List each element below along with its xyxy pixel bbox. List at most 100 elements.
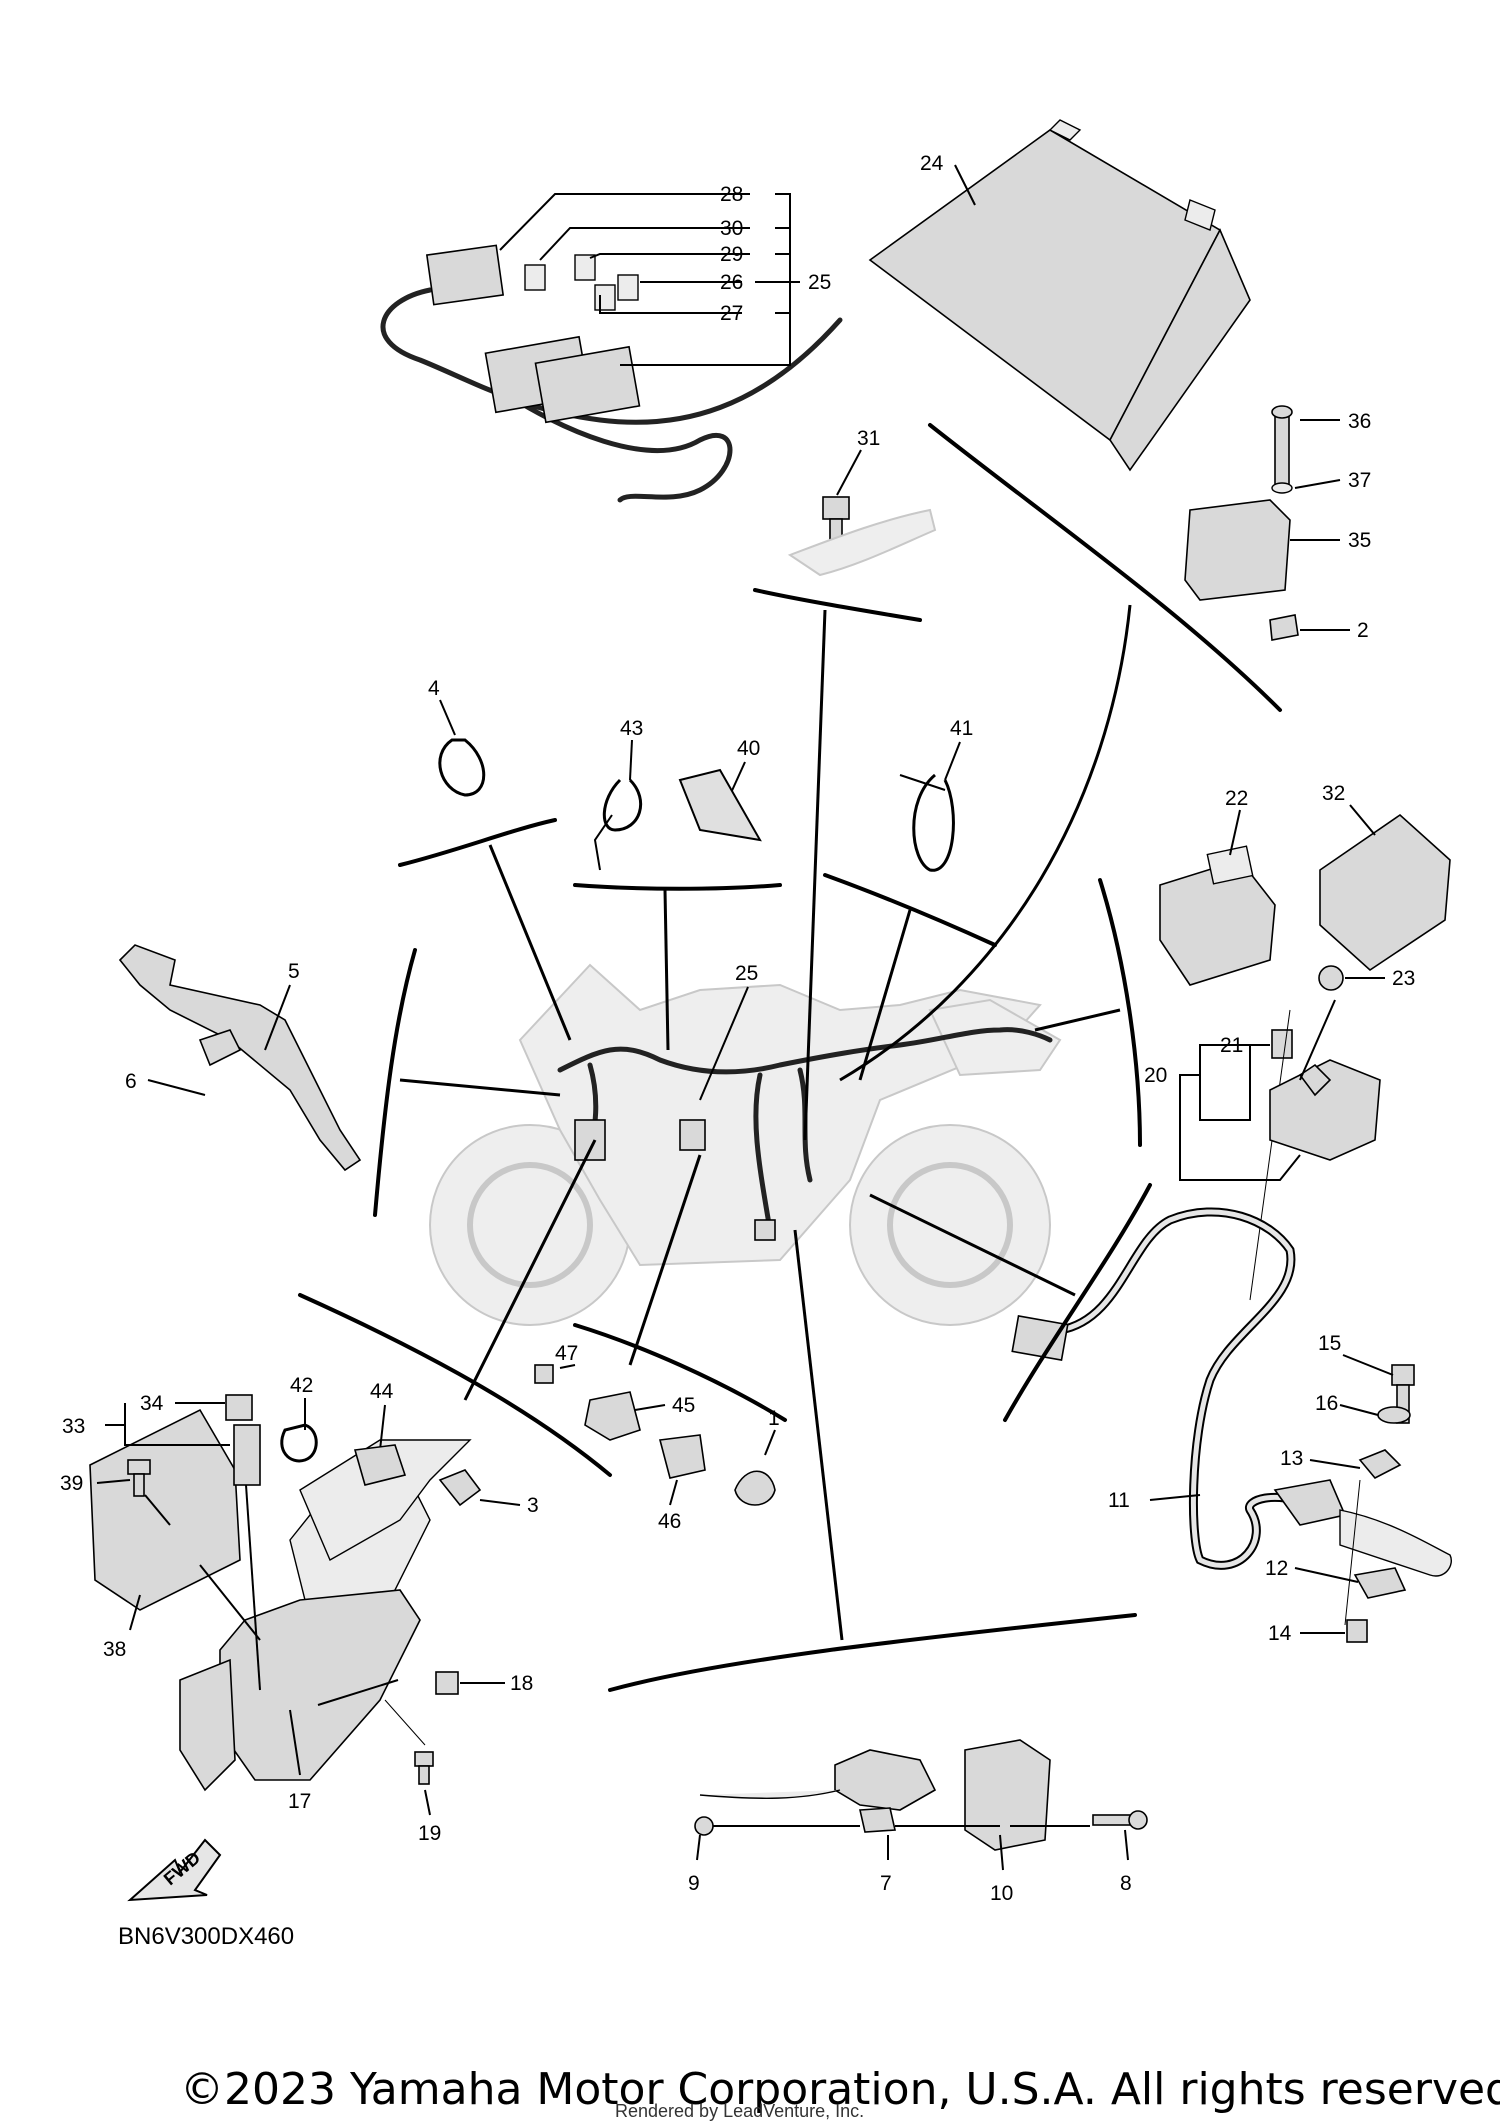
leader-4 [439,699,456,736]
callout-25-harness: 25 [735,962,758,985]
tie-41 [912,773,955,872]
bracket-left-lower [298,1293,612,1477]
callout-4: 4 [428,677,440,700]
callout-39: 39 [60,1472,83,1495]
callout-23: 23 [1392,967,1415,990]
motorcycle-outline [429,963,1062,1326]
callout-42: 42 [290,1374,313,1397]
bracket-20-23 [1098,878,1142,1147]
callout-21: 21 [1220,1034,1243,1057]
clip-43 [602,778,643,832]
plate-10 [964,1739,1051,1851]
arrow-battery [839,604,1132,1082]
unit-32 [1319,813,1451,972]
leader-23-down [1299,999,1336,1081]
leader-46 [669,1479,678,1506]
bracket-31 [753,588,922,622]
leader-32 [1349,804,1376,836]
battery [868,119,1251,472]
leader-45 [634,1404,666,1411]
arrow-43-40 [663,889,670,1051]
leader-10 [999,1834,1004,1871]
sensor-7 [699,1749,937,1833]
leader-33-to-17 [245,1484,261,1691]
bracket-5-6 [373,948,417,1217]
leader-11 [1149,1494,1201,1501]
callout-33: 33 [62,1415,85,1438]
leader-22 [1229,809,1241,856]
callout-12: 12 [1265,1557,1288,1580]
tail-43 [593,814,613,871]
copyright-text: ©2023 Yamaha Motor Corporation, U.S.A. A… [180,2064,1500,2115]
callout-40: 40 [737,737,760,760]
leader-25-harness [699,986,749,1101]
callout-13: 13 [1280,1447,1303,1470]
arrow-41 [858,909,912,1081]
bracket-5 [118,944,362,1172]
bracket-47-45 [573,1323,787,1422]
callout-7: 7 [880,1872,892,1895]
callout-25-top: 25 [808,271,831,294]
ring-4 [438,738,486,797]
leader-33-bracket [124,1403,230,1446]
leader-24 [954,164,976,206]
arrow-47-45 [628,1154,702,1366]
arrow-4 [488,844,572,1041]
nut-23 [1318,965,1344,991]
clamp-40 [678,768,762,842]
callout-47: 47 [555,1342,578,1365]
diagram-code: BN6V300DX460 [118,1923,294,1950]
callout-19: 19 [418,1822,441,1845]
bolt-39 [127,1459,151,1497]
callout-2: 2 [1357,619,1369,642]
sensor-lead-11 [1011,1207,1452,1599]
arrow-11 [869,1193,1076,1297]
callout-9: 9 [688,1872,700,1895]
rendered-by-text: Rendered by LeadVenture, Inc. [615,2101,864,2121]
fuse-21 [1271,1029,1293,1059]
leader-17 [289,1709,301,1776]
callout-6: 6 [125,1070,137,1093]
cover-17 [179,1439,472,1792]
callout-10: 10 [990,1882,1013,1905]
leader-38-to-17 [199,1564,261,1641]
leader-5 [264,984,291,1051]
grommet-46 [658,1434,706,1479]
leader-1 [764,1429,776,1456]
screw-47 [534,1364,554,1384]
fastener-15-16-14 [1346,1364,1415,1643]
callout-16: 16 [1315,1392,1338,1415]
bolt-19 [414,1751,434,1785]
callout-22: 22 [1225,787,1248,810]
leader-20-bracket [1179,1074,1301,1181]
leader-47 [559,1364,576,1369]
leader-21-bracket [1199,1044,1270,1121]
leader-43 [629,739,633,781]
callout-1: 1 [768,1407,780,1430]
bracket-4 [398,818,557,867]
clamp-3 [438,1469,482,1507]
leader-3 [479,1499,521,1506]
arrow-5-6 [399,1078,561,1097]
arrow-bottom [793,1229,844,1641]
callout-26: 26 [720,271,743,294]
leader-16 [1339,1404,1379,1416]
leader-40 [729,761,746,796]
leader-17-to-18 [317,1679,399,1706]
callout-45: 45 [672,1394,695,1417]
callout-32: 32 [1322,782,1345,805]
leader-37 [1294,479,1341,489]
leader-8 [1124,1829,1129,1861]
callout-3: 3 [527,1494,539,1517]
callout-31: 31 [857,427,880,450]
leader-13 [1309,1459,1361,1469]
bolt-8 [1092,1810,1148,1830]
leader-39-to-38 [144,1494,171,1526]
leader-6 [147,1079,206,1096]
bracket-bottom [608,1613,1137,1692]
callout-34: 34 [140,1392,164,1415]
callout-29: 29 [720,243,743,266]
bracket-11 [1003,1183,1152,1422]
arrow-31 [803,609,827,1141]
